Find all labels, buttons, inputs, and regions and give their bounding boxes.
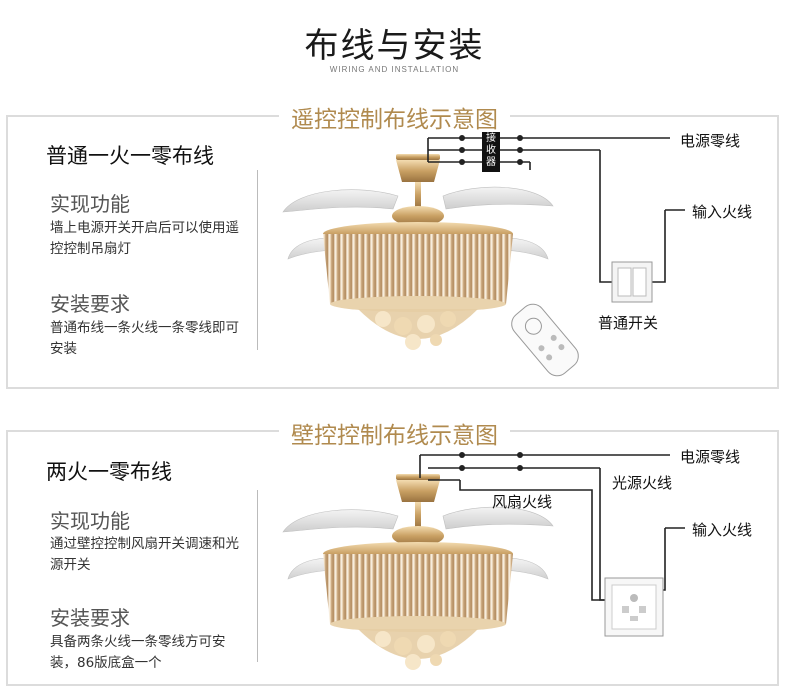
- wall-controller-icon: [604, 577, 664, 637]
- wall-heading: 两火一零布线: [46, 460, 172, 484]
- remote-live-in-label: 输入火线: [692, 203, 753, 221]
- remote-feature-desc: 墙上电源开关开启后可以使用遥控控制吊扇灯: [50, 220, 239, 257]
- remote-neutral-label: 电源零线: [680, 132, 741, 150]
- remote-feature-title: 实现功能: [50, 192, 130, 216]
- receiver-label: 接收器: [486, 133, 496, 168]
- wall-section-title: 壁控控制布线示意图: [0, 416, 789, 450]
- wall-req-desc: 具备两条火线一条零线方可安装，86版底盒一个: [50, 634, 226, 671]
- remote-req-title: 安装要求: [50, 292, 130, 316]
- page-subtitle: WIRING AND INSTALLATION: [329, 65, 460, 74]
- wall-light-live-label: 光源火线: [612, 474, 673, 492]
- switch-icon: [611, 261, 653, 303]
- wall-divider: [257, 490, 258, 662]
- remote-divider: [257, 170, 258, 350]
- remote-heading: 普通一火一零布线: [46, 144, 214, 168]
- remote-control-icon: [511, 303, 579, 377]
- wall-req-title: 安装要求: [50, 606, 130, 630]
- receiver-box: [482, 132, 500, 172]
- remote-wire-nodes: [459, 135, 523, 165]
- wall-fan-live-label: 风扇火线: [492, 493, 553, 511]
- wall-live-in-label: 输入火线: [692, 521, 753, 539]
- remote-req-desc: 普通布线一条火线一条零线即可安装: [50, 320, 239, 357]
- wall-neutral-label: 电源零线: [680, 448, 741, 466]
- wall-wire-nodes: [459, 452, 523, 471]
- wall-feature-desc: 通过壁控控制风扇开关调速和光源开关: [50, 536, 239, 573]
- wall-feature-title: 实现功能: [50, 509, 130, 533]
- remote-section-title: 遥控控制布线示意图: [0, 100, 789, 134]
- page-title: 布线与安装: [304, 26, 485, 66]
- switch-label: 普通开关: [598, 314, 659, 332]
